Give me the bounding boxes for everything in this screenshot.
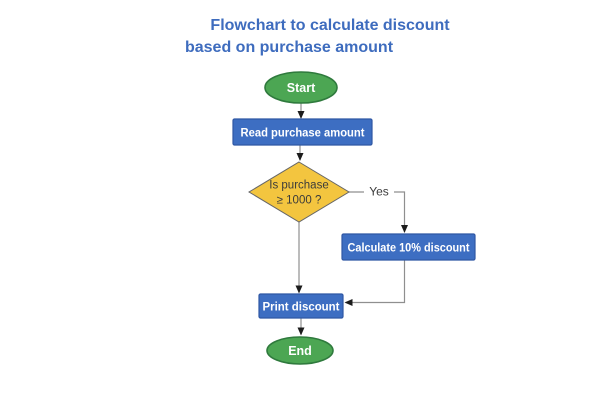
page-title-line-2: based on purchase amount <box>184 39 394 56</box>
end-node: End <box>266 336 334 365</box>
calculate-discount-label: Calculate 10% discount <box>348 241 470 255</box>
print-discount-node: Print discount <box>258 293 344 319</box>
start-label: Start <box>287 81 316 95</box>
read-purchase-process-shape <box>232 118 373 146</box>
calculate-discount-process-shape <box>341 233 476 261</box>
start-node: Start <box>264 71 338 104</box>
decision-diamond-shape <box>248 161 350 223</box>
arrow-calculate-to-print <box>344 260 406 306</box>
read-purchase-node: Read purchase amount <box>232 118 373 146</box>
print-discount-process-shape <box>258 293 344 319</box>
decision-node: Is purchase ≥ 1000 ? <box>248 161 350 223</box>
yes-label-background <box>364 183 394 199</box>
decision-label-line-1: Is purchase <box>269 180 328 192</box>
print-discount-label: Print discount <box>263 300 340 314</box>
end-label: End <box>288 344 312 358</box>
decision-label-line-2: ≥ 1000 ? <box>277 195 322 207</box>
yes-edge-label: Yes <box>364 183 394 199</box>
page-title-line-1: Flowchart to calculate discount <box>210 17 450 34</box>
calculate-discount-node: Calculate 10% discount <box>341 233 476 261</box>
start-terminator-shape <box>264 71 338 104</box>
read-purchase-label: Read purchase amount <box>241 126 365 140</box>
end-terminator-shape <box>266 336 334 365</box>
yes-label: Yes <box>369 185 389 199</box>
